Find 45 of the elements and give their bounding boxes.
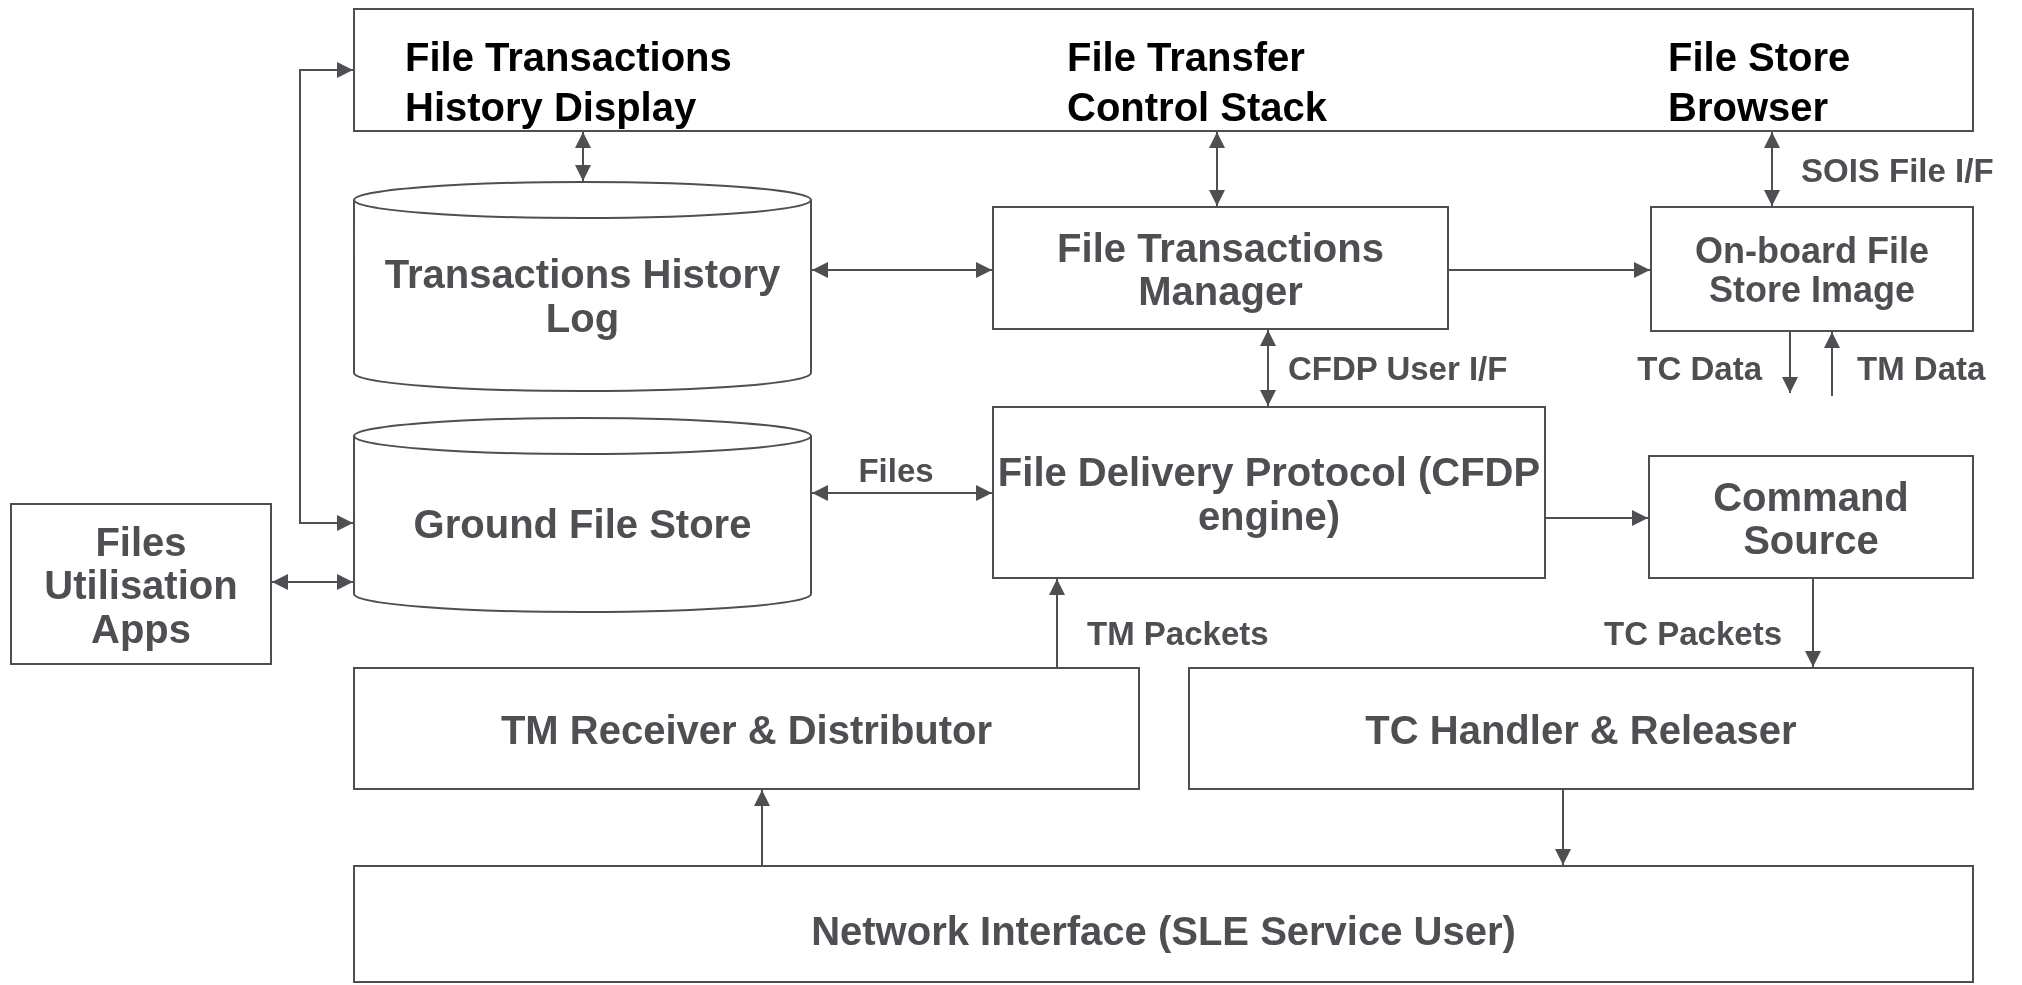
arrow [271, 574, 354, 590]
node-label: File Transactions History Display [405, 34, 733, 131]
arrow [1555, 789, 1571, 866]
edge-label: TM Data [1857, 350, 1986, 388]
arrow [1824, 331, 1840, 397]
process-box [353, 865, 1974, 983]
node-label: TM Receiver & Distributor [499, 708, 994, 753]
node-label: File Delivery Protocol (CFDP engine) [996, 451, 1542, 538]
node-label: TC Handler & Releaser [1364, 708, 1798, 753]
arrow [1545, 510, 1649, 526]
process-box [1188, 667, 1974, 790]
process-box [353, 8, 1974, 132]
arrow [299, 62, 354, 531]
node-label: Network Interface (SLE Service User) [810, 910, 1517, 954]
arrow [1448, 262, 1651, 278]
process-box [992, 206, 1449, 330]
arrow [1209, 131, 1225, 207]
node-label: Ground File Store [412, 503, 753, 547]
node-label: File Transactions Manager [1056, 226, 1385, 314]
process-box [10, 503, 272, 665]
arrow [1782, 331, 1798, 394]
edge-label: TC Packets [1604, 615, 1782, 653]
process-box [353, 667, 1140, 790]
edge-label: TC Data [1637, 350, 1762, 388]
arrow [1049, 578, 1065, 668]
process-box [992, 406, 1546, 579]
arrow [1764, 131, 1780, 207]
node-label: On-board File Store Image [1694, 232, 1930, 310]
arrow [1260, 329, 1276, 407]
edge-label: Files [858, 452, 934, 490]
edge-label: SOIS File I/F [1801, 152, 1994, 190]
node-label: File Store Browser [1668, 34, 1852, 131]
node-label: Transactions History Log [383, 253, 782, 340]
arrow [811, 485, 993, 501]
process-box [1648, 455, 1974, 579]
node-label: Command Source [1712, 475, 1910, 563]
arrow [1805, 578, 1821, 668]
edge-label: CFDP User I/F [1288, 350, 1508, 388]
edge-label: TM Packets [1087, 615, 1269, 653]
process-box [1650, 206, 1974, 332]
arrow [575, 131, 591, 182]
node-label: File Transfer Control Stack [1067, 34, 1329, 131]
arrow [811, 262, 993, 278]
arrow [754, 789, 770, 866]
node-label: Files Utilisation Apps [43, 521, 239, 651]
